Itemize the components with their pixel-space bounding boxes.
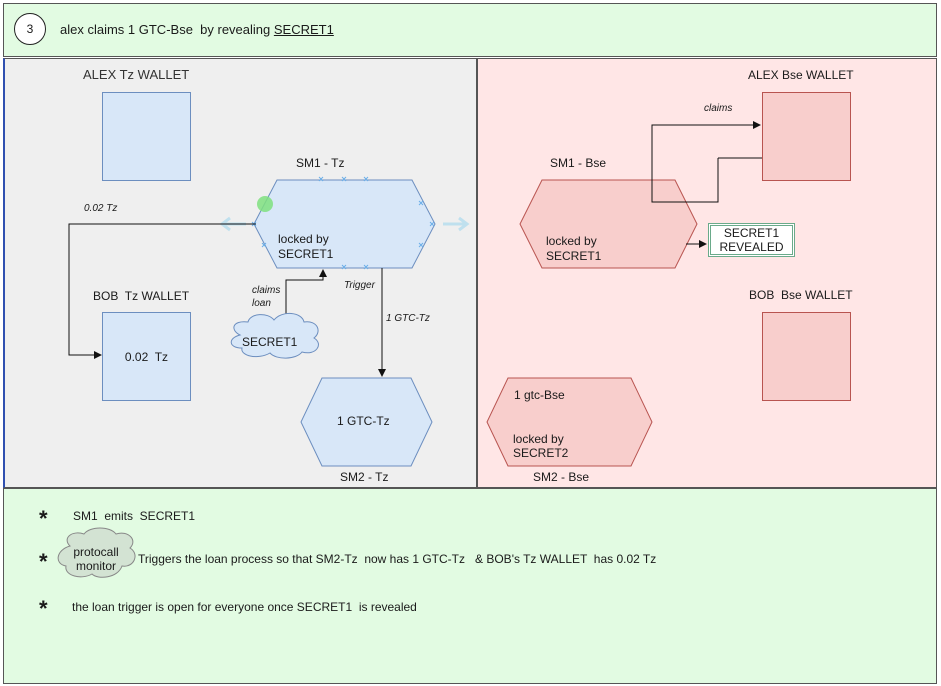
edge-payout-to-bob — [68, 223, 256, 359]
alex-bse-wallet-title: ALEX Bse WALLET — [748, 68, 854, 82]
secret1-cloud-label: SECRET1 — [242, 335, 298, 349]
sm2-tz-value: 1 GTC-Tz — [337, 414, 390, 428]
bob-tz-wallet-title: BOB Tz WALLET — [93, 289, 190, 303]
notes-panel — [3, 488, 937, 684]
bob-tz-wallet[interactable]: 0.02 Tz — [102, 312, 191, 401]
note-loan-process: Triggers the loan process so that SM2-Tz… — [138, 552, 657, 566]
sm1-tz-connection-points — [251, 176, 435, 270]
alex-bse-wallet[interactable] — [762, 92, 851, 181]
step-description: alex claims 1 GTC-Bse by revealing SECRE… — [60, 22, 334, 37]
secret-link[interactable]: SECRET1 — [273, 22, 334, 37]
sm1-bse-lock-text: locked by SECRET1 — [546, 234, 602, 263]
step-description-text: alex claims 1 GTC-Bse by revealing — [60, 22, 274, 37]
bullet-star-icon: * — [39, 549, 48, 574]
edge-label-claims-loan: claims loan — [252, 285, 281, 309]
sm2-tz-title: SM2 - Tz — [340, 470, 389, 484]
edge-label-1-gtc-tz: 1 GTC-Tz — [386, 313, 430, 324]
secret1-revealed-box[interactable]: SECRET1 REVEALED — [708, 223, 795, 257]
sm1-tz-lock-text: locked by SECRET1 — [278, 232, 334, 261]
tz-chain-panel — [3, 58, 477, 488]
edge-claims-loan — [285, 269, 327, 330]
protocall-monitor-cloud — [57, 527, 136, 578]
bullet-star-icon: * — [39, 596, 48, 621]
edge-label-002-tz: 0.02 Tz — [84, 203, 118, 214]
step-header — [3, 3, 937, 57]
alex-tz-wallet[interactable] — [102, 92, 191, 181]
faded-right-arrow-icon — [443, 216, 470, 232]
sm1-bse-title: SM1 - Bse — [550, 156, 607, 170]
sm2-bse-contract[interactable] — [486, 377, 653, 467]
edge-alex-claims — [651, 121, 761, 203]
secret1-revealed-label: SECRET1 REVEALED — [719, 226, 784, 254]
active-connection-dot-icon — [257, 196, 273, 212]
bob-tz-wallet-value: 0.02 Tz — [124, 349, 169, 364]
bob-bse-wallet-title: BOB Bse WALLET — [749, 288, 853, 302]
note-sm1-emits: SM1 emits SECRET1 — [73, 509, 196, 523]
alex-tz-wallet-title: ALEX Tz WALLET — [83, 67, 190, 82]
sm2-bse-lock-text: locked by SECRET2 — [513, 432, 569, 460]
edge-label-claims: claims — [704, 103, 733, 114]
sm2-bse-value: 1 gtc-Bse — [514, 388, 565, 402]
secret1-cloud[interactable] — [230, 313, 319, 359]
protocall-monitor-label: protocall monitor — [73, 545, 119, 573]
sm2-bse-title: SM2 - Bse — [533, 470, 590, 484]
sm2-tz-contract[interactable] — [300, 377, 433, 467]
step-number-badge: 3 — [14, 13, 46, 45]
note-loan-trigger-open: the loan trigger is open for everyone on… — [72, 600, 417, 614]
edge-label-trigger: Trigger — [344, 280, 375, 291]
bullet-star-icon: * — [39, 506, 48, 531]
bob-bse-wallet[interactable] — [762, 312, 851, 401]
sm1-tz-title: SM1 - Tz — [296, 156, 345, 170]
